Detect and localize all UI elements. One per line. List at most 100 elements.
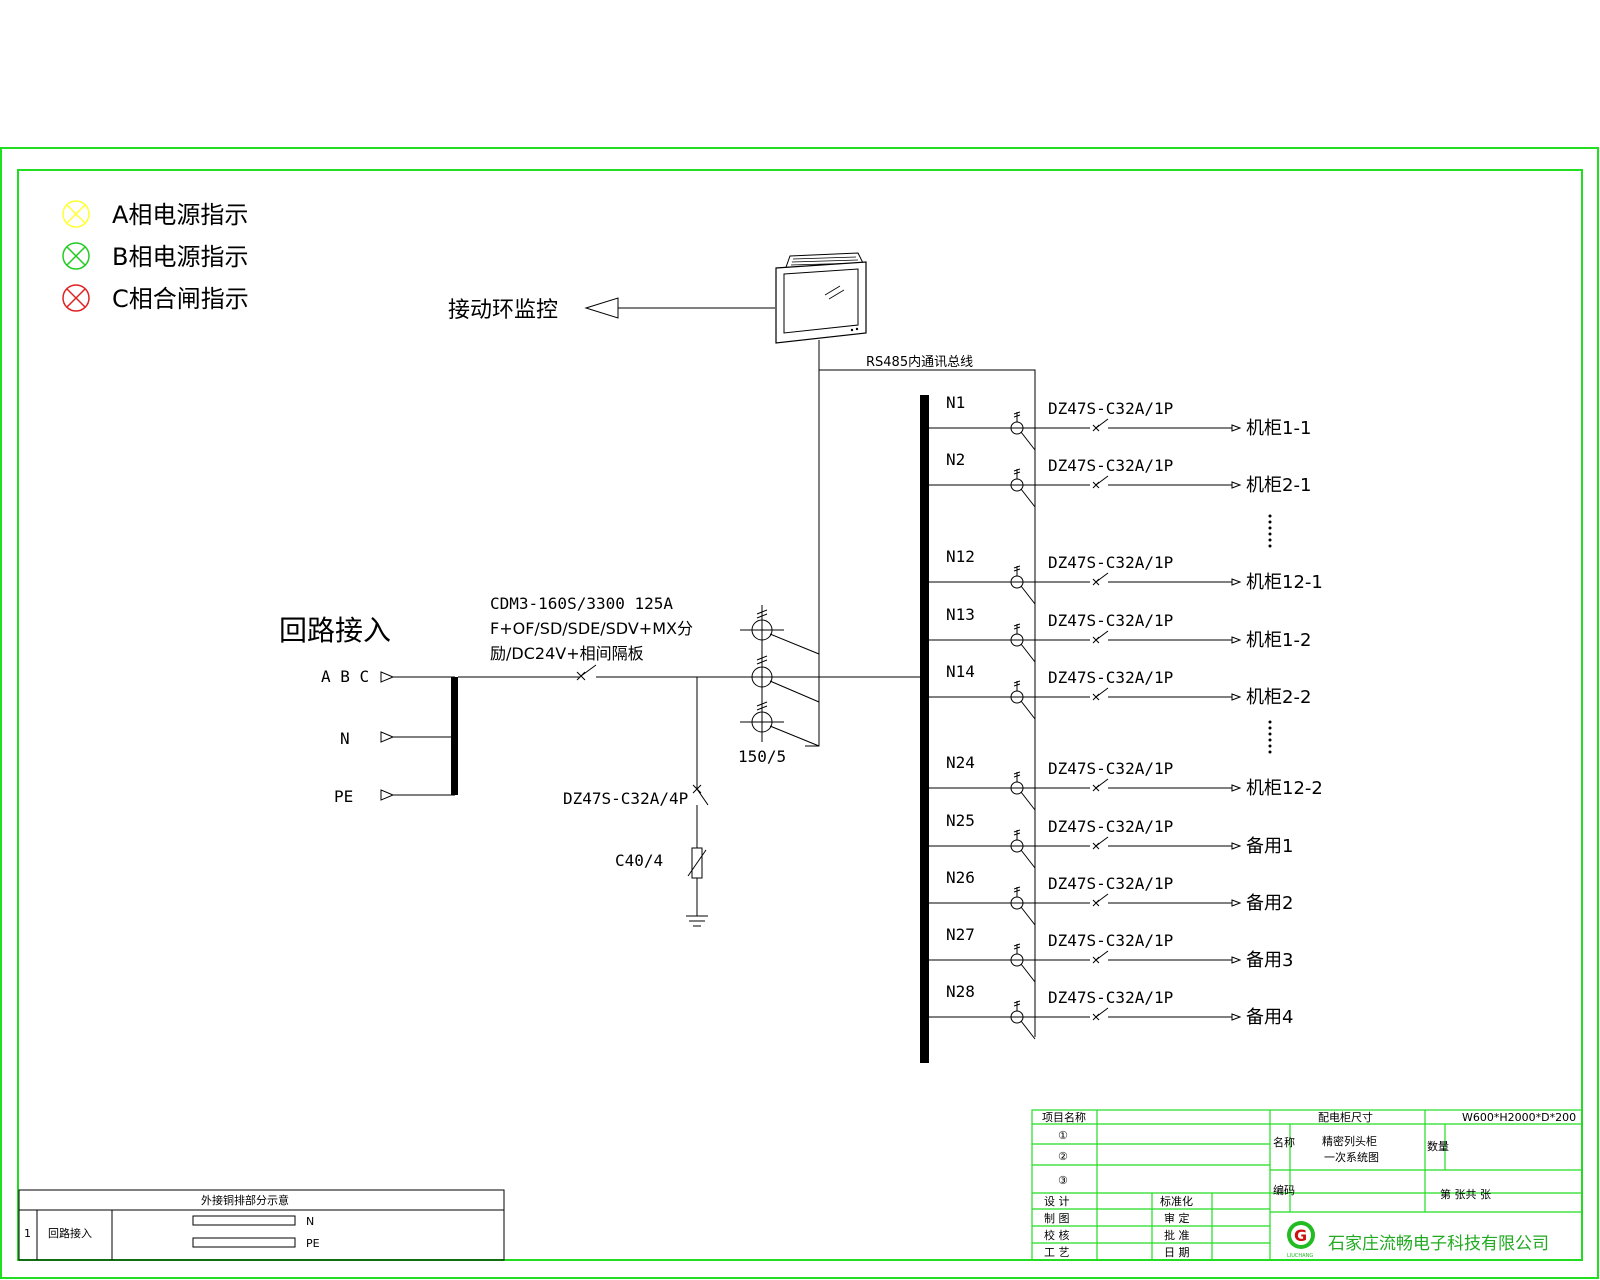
spd-breaker-label: DZ47S-C32A/4P [563,789,688,808]
tb-item-2: ② [1058,1150,1068,1163]
input-busbar [451,677,458,795]
main-breaker-line-2: F+OF/SD/SDE/SDV+MX分 [490,619,693,638]
branch-breaker-label: DZ47S-C32A/1P [1048,759,1173,778]
tb-item-1: ① [1058,1129,1068,1142]
outer-frame [0,147,1599,1279]
current-transformer-icon [740,605,820,747]
branch-arrow-icon [1231,636,1242,644]
branch-load-label: 备用4 [1246,1007,1293,1028]
tb-qty-label: 数量 [1427,1140,1449,1153]
tb-role-standard: 标准化 [1160,1194,1193,1208]
branch-load-label: 机柜1-2 [1246,630,1311,651]
branch-ct-icon [1010,829,1036,869]
inner-frame [17,169,1583,1261]
svg-text:LIUCHANG: LIUCHANG [1287,1253,1313,1259]
branch-id: N14 [946,662,975,681]
legend-label-a: A相电源指示 [112,201,248,229]
branch-id: N1 [946,393,965,412]
branch-ct-icon [1010,623,1036,663]
branch-breaker-label: DZ47S-C32A/1P [1048,668,1173,687]
main-breaker-line-3: 励/DC24V+相间隔板 [490,644,644,663]
company-logo-icon: G LIUCHANG [1287,1221,1315,1259]
branch-breaker-label: DZ47S-C32A/1P [1048,874,1173,893]
tb-size-value: W600*H2000*D*200 [1462,1111,1576,1124]
branch-arrow-icon [1231,842,1242,850]
terminal-n-label: N [340,729,350,748]
continuation-dots-1 [1268,514,1272,548]
terminal-abc-label: A B C [321,667,369,686]
monitor-label: 接动环监控 [448,298,558,323]
branch-ct-icon [1010,680,1036,720]
tb-item-3: ③ [1058,1174,1068,1187]
tb-project-label: 项目名称 [1042,1110,1086,1124]
branch-arrow-icon [1231,693,1242,701]
branch-id: N25 [946,811,975,830]
branch-ct-icon [1010,411,1036,451]
copper-bar-pe-label: PE [306,1237,320,1250]
monitor-panel-icon [775,252,867,344]
tb-code-label: 编码 [1273,1183,1295,1197]
branch-load-label: 备用3 [1246,950,1293,971]
branch-id: N28 [946,982,975,1001]
branch-ct-icon [1010,886,1036,926]
legend-label-c: C相合闸指示 [112,285,249,313]
tb-role-review: 审 定 [1164,1211,1190,1225]
branch-breaker-icon [1092,572,1232,586]
branch-arrow-icon [1231,899,1242,907]
branch-id: N13 [946,605,975,624]
branch-load-label: 机柜2-2 [1246,687,1311,708]
branch-breaker-icon [1092,418,1232,432]
company-name: 石家庄流畅电子科技有限公司 [1328,1234,1549,1254]
branch-breaker-icon [1092,475,1232,489]
tb-role-approve: 批 准 [1164,1228,1190,1242]
branch-id: N27 [946,925,975,944]
tb-role-craft: 工 艺 [1044,1246,1070,1259]
branch-id: N2 [946,450,965,469]
tb-name-value-2: 一次系统图 [1324,1150,1379,1164]
rs485-label: RS485内通讯总线 [866,354,973,370]
ct-label: 150/5 [738,747,786,766]
branch-breaker-label: DZ47S-C32A/1P [1048,553,1173,572]
terminal-pe-label: PE [334,787,353,806]
branch-ct-icon [1010,943,1036,983]
legend-lamp-a-icon [62,200,90,228]
tb-role-check: 校 核 [1044,1228,1070,1242]
copper-bar-n-label: N [306,1215,314,1228]
branch-load-label: 机柜12-1 [1246,572,1323,593]
tb-role-draw: 制 图 [1044,1212,1070,1225]
branch-n27: N27 DZ47S-C32A/1P 备用3 [929,925,1293,983]
branch-breaker-label: DZ47S-C32A/1P [1048,817,1173,836]
branch-arrow-icon [1231,956,1242,964]
branch-breaker-label: DZ47S-C32A/1P [1048,931,1173,950]
branch-arrow-icon [1231,578,1242,586]
tb-role-date: 日 期 [1164,1246,1190,1259]
tb-name-value-1: 精密列头柜 [1322,1134,1377,1148]
rs485-bus-top [819,369,1036,1037]
branch-arrow-icon [1231,1013,1242,1021]
branch-ct-icon [1010,1000,1036,1040]
branch-n14: N14 DZ47S-C32A/1P 机柜2-2 [929,662,1311,720]
branch-load-label: 机柜12-2 [1246,778,1323,799]
tb-sheet-text: 第 张共 张 [1440,1187,1491,1201]
legend-label-b: B相电源指示 [112,243,248,271]
copper-table-row-label: 回路接入 [48,1227,92,1240]
copper-table-title: 外接铜排部分示意 [201,1193,289,1207]
title-block [1031,1109,1583,1261]
spd-branch [686,677,709,927]
branch-breaker-icon [1092,1007,1232,1021]
legend-lamp-c-icon [62,284,90,312]
spd-label: C40/4 [615,851,663,870]
copper-table [18,1189,505,1261]
branch-breaker-icon [1092,893,1232,907]
branch-breaker-label: DZ47S-C32A/1P [1048,456,1173,475]
branch-ct-icon [1010,468,1036,508]
tb-size-label: 配电柜尺寸 [1318,1110,1373,1124]
